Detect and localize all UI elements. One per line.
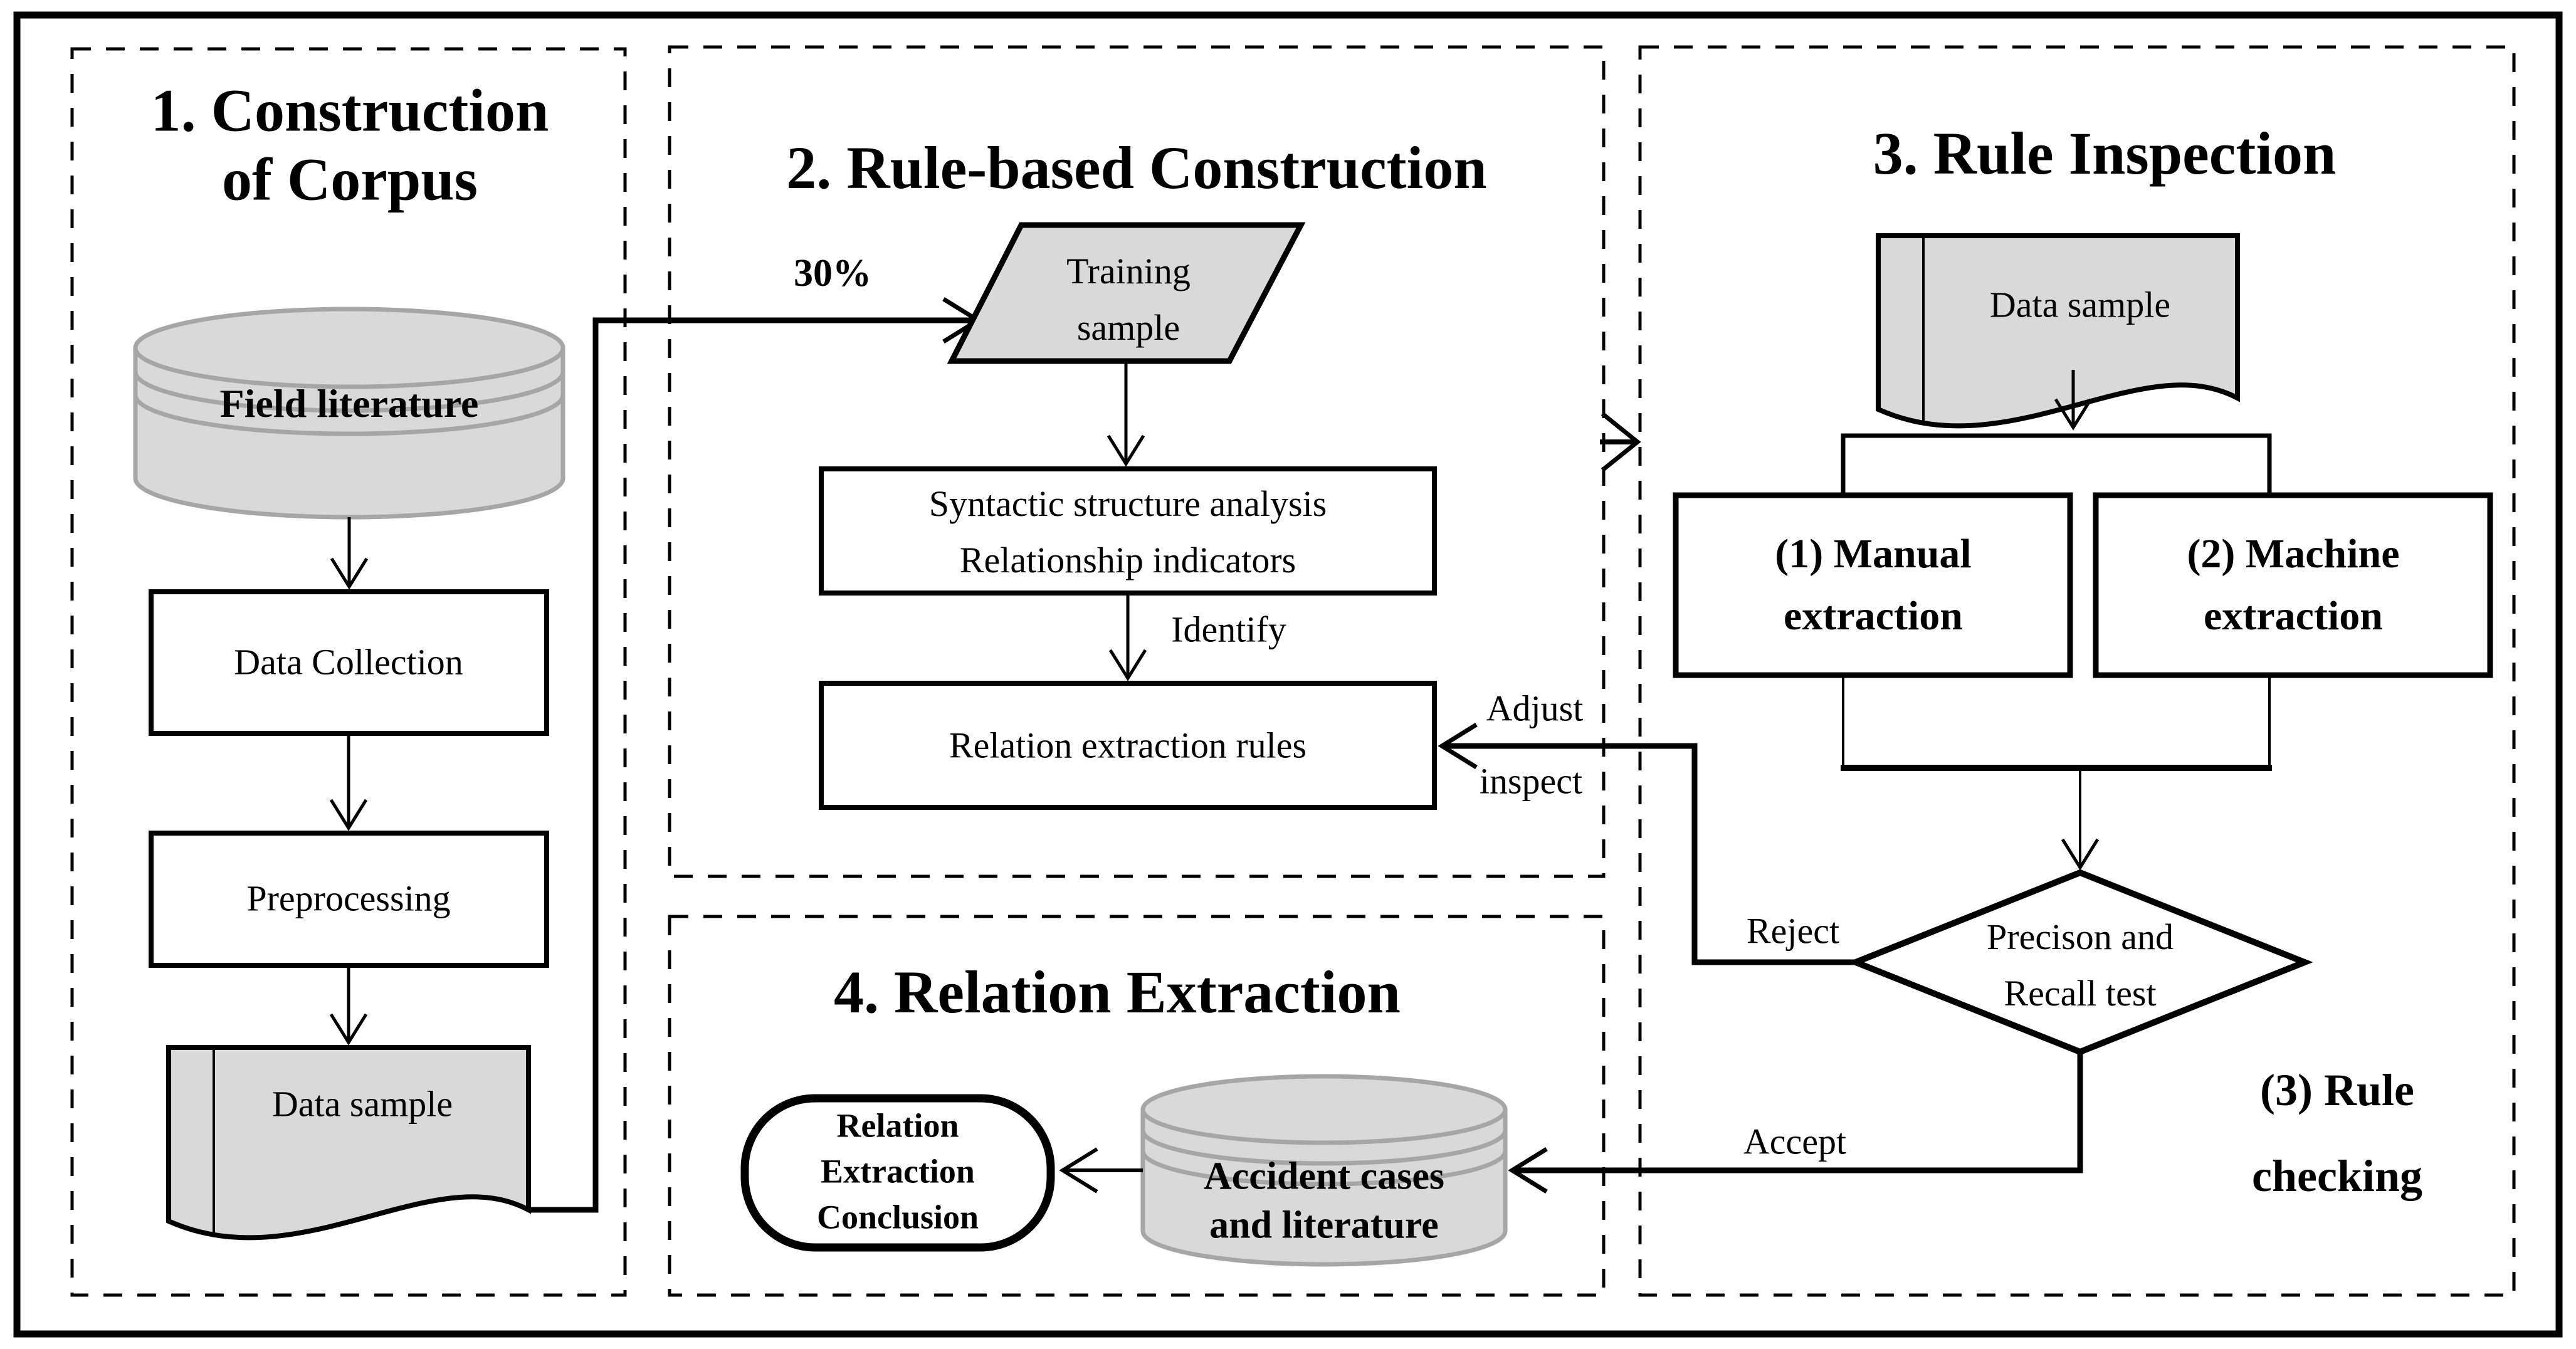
accident-cases-label: Accident cases and literature bbox=[1204, 1155, 1444, 1247]
machine-extraction-label: (2) Machine extraction bbox=[2187, 531, 2400, 639]
training-sample-parallelogram bbox=[947, 222, 1306, 364]
arrow-datasample3-down bbox=[2054, 370, 2093, 431]
syntactic-analysis-label: Syntactic structure analysis Relationshi… bbox=[928, 483, 1327, 580]
field-literature-label: Field literature bbox=[219, 381, 479, 426]
training-sample-label: Training sample bbox=[1066, 251, 1191, 348]
accept-label: Accept bbox=[1743, 1121, 1847, 1162]
outer-border bbox=[13, 11, 2563, 1338]
manual-extraction-label: (1) Manual extraction bbox=[1775, 531, 1972, 639]
arrow-cylinder-to-collection bbox=[330, 517, 369, 590]
connector-accept bbox=[1508, 1052, 2083, 1194]
connector-reject-to-rules bbox=[1438, 723, 1856, 965]
section3-title: 3. Rule Inspection bbox=[1873, 119, 2337, 187]
arrow-training-to-analysis bbox=[1107, 361, 1145, 467]
arrow-analysis-to-rules bbox=[1108, 593, 1147, 681]
arrow-collection-to-preprocessing bbox=[329, 733, 368, 831]
rule-checking-label: (3) Rule checking bbox=[2251, 1065, 2423, 1201]
relation-rules-label: Relation extraction rules bbox=[949, 725, 1307, 766]
identify-label: Identify bbox=[1171, 609, 1286, 650]
section1-title: 1. Construction of Corpus bbox=[150, 76, 549, 213]
machine-extraction-box bbox=[2093, 492, 2493, 678]
merge-connector bbox=[1841, 675, 2272, 871]
data-collection-label: Data Collection bbox=[234, 641, 463, 683]
preprocessing-label: Preprocessing bbox=[246, 878, 451, 919]
section4-title: 4. Relation Extraction bbox=[834, 958, 1401, 1026]
thirty-percent-label: 30% bbox=[794, 252, 871, 295]
relation-rules-box bbox=[819, 681, 1437, 810]
data-sample-document-3 bbox=[1876, 233, 2240, 429]
section2-title: 2. Rule-based Construction bbox=[786, 134, 1487, 201]
manual-extraction-box bbox=[1673, 492, 2073, 678]
section1-dashed-frame bbox=[70, 47, 627, 1297]
inspect-label: inspect bbox=[1479, 760, 1583, 802]
adjust-label: Adjust bbox=[1486, 688, 1584, 729]
arrow-section2-to-section3 bbox=[1600, 412, 1641, 472]
reject-label: Reject bbox=[1746, 910, 1840, 952]
precision-recall-label: Precison and Recall test bbox=[1987, 916, 2174, 1014]
data-sample-document-1 bbox=[166, 1045, 531, 1241]
arrow-cylinder-to-conclusion bbox=[1059, 1147, 1143, 1194]
section3-dashed-frame bbox=[1638, 45, 2516, 1297]
section4-dashed-frame bbox=[668, 915, 1606, 1297]
conclusion-label: Relation Extraction Conclusion bbox=[816, 1106, 979, 1236]
syntactic-analysis-box bbox=[819, 466, 1437, 596]
accident-cases-cylinder bbox=[1140, 1074, 1508, 1267]
split-connector bbox=[1841, 433, 2272, 495]
conclusion-terminator bbox=[740, 1094, 1055, 1252]
field-literature-cylinder bbox=[133, 307, 565, 520]
data-sample1-label: Data sample bbox=[271, 1083, 453, 1125]
arrow-preprocessing-to-sample bbox=[329, 965, 368, 1046]
data-sample3-label: Data sample bbox=[1989, 284, 2171, 325]
